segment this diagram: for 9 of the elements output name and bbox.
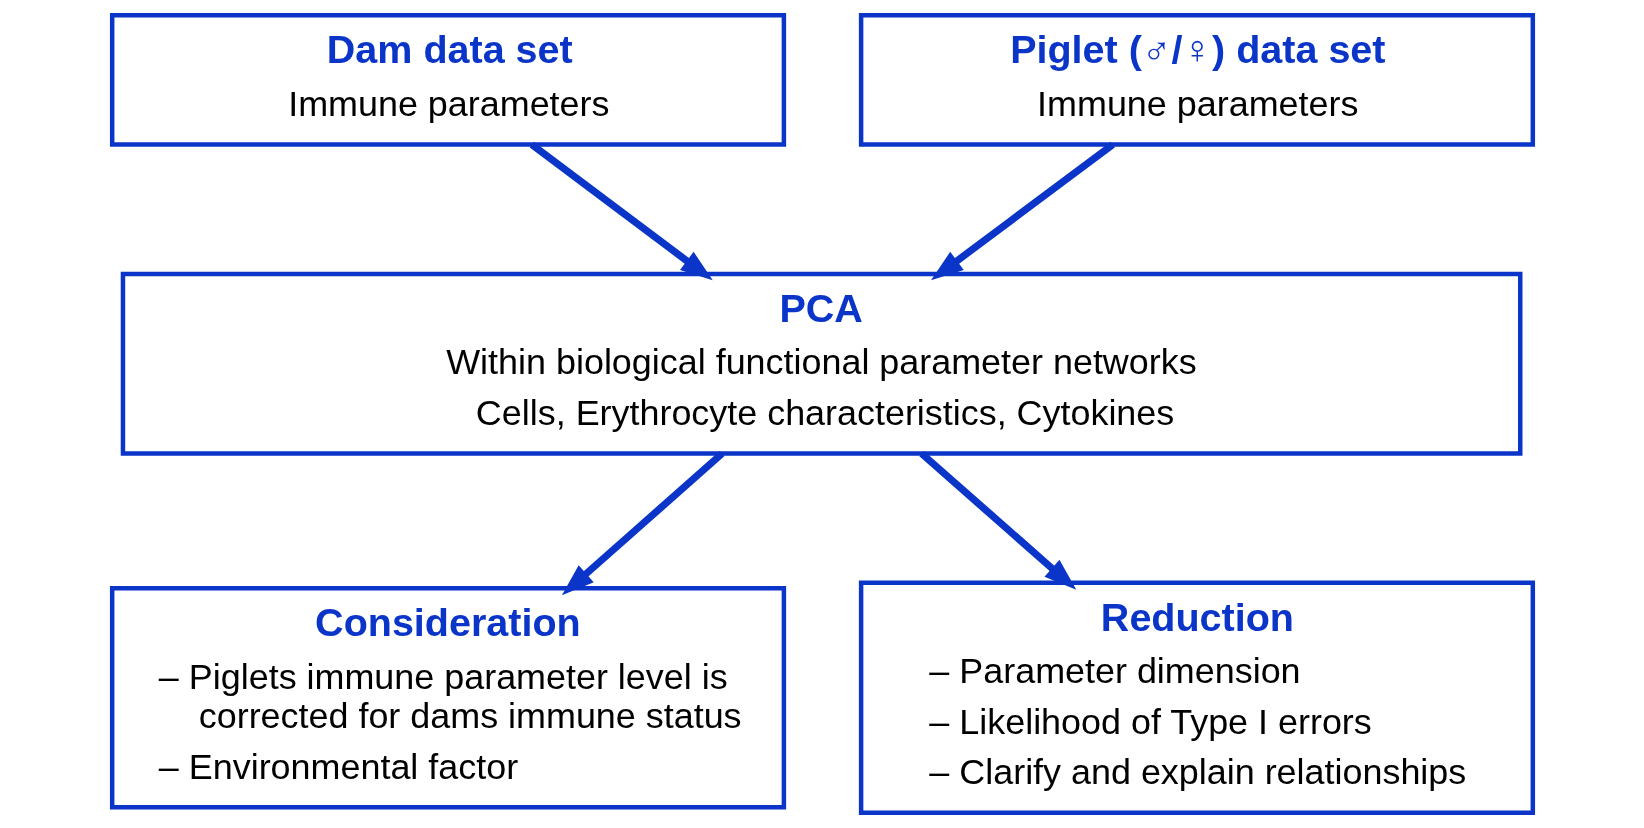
- node-box: Reduction – Parameter dimension – Likelihood of Type I errors – Clarify and explain relationships: [858, 580, 1535, 815]
- node-box: PCA Within biological functional parameter networks Cells, Erythrocyte characteristics, Cytokines: [120, 271, 1522, 456]
- arrow: [529, 141, 713, 281]
- node-box: Piglet (♂/♀) data set Immune parameters: [858, 13, 1535, 147]
- arrow: [930, 141, 1115, 281]
- arrow: [918, 450, 1076, 590]
- node-box: Dam data set Immune parameters: [109, 13, 786, 147]
- arrow: [561, 450, 724, 596]
- node-box: Consideration – Piglets immune parameter level is corrected for dams immune status – Environmental factor: [109, 585, 786, 810]
